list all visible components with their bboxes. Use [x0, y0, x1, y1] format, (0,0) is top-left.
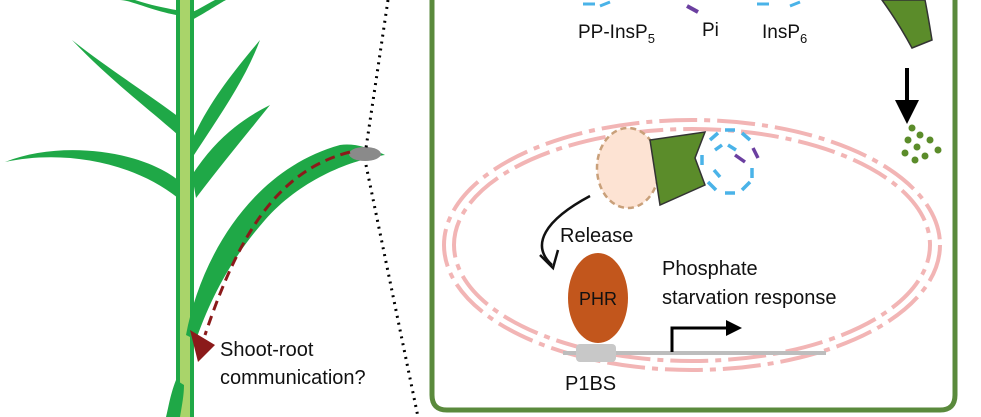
shoot-root-arrowhead: [190, 330, 215, 362]
leaf-top-left: [120, 0, 176, 15]
nuclear-envelope-outer: [442, 118, 942, 372]
leaf-middle-right: [192, 105, 270, 198]
transcription-start-arrow: [670, 326, 730, 352]
phr-label: PHR: [579, 289, 617, 309]
spx-protein-top: [881, 0, 933, 49]
insp6-label: InsP6: [762, 22, 807, 46]
zoom-line-bottom: [364, 164, 420, 417]
shoot-root-arrow-path: [203, 150, 351, 336]
leaf-upper-right: [192, 40, 260, 155]
pi-mark-top: [686, 4, 699, 14]
insp-top-dots-left: [583, 0, 611, 8]
phosphate-label-line2: starvation response: [662, 287, 837, 309]
release-arrow: [540, 194, 591, 266]
leaf-lower-left: [166, 380, 184, 417]
spx-domain: [649, 131, 707, 207]
pp-insp5-label: PP-InsP5: [578, 22, 655, 46]
insp-top-dots-right: [757, 0, 801, 8]
phr-protein: [568, 253, 628, 343]
plant-stem: [176, 0, 194, 417]
release-arrowhead: [539, 249, 560, 271]
degraded-fragments: [901, 124, 942, 164]
shoot-root-label-line2: communication?: [220, 367, 366, 389]
cell-wall: [429, 0, 958, 413]
leaf-sample-spot: [349, 147, 381, 161]
plant: [5, 0, 385, 417]
p1bs-element: [576, 344, 616, 362]
leaf-upper-left: [72, 40, 180, 135]
insp-cluster: [700, 128, 754, 195]
phosphate-label-line1: Phosphate: [662, 258, 758, 280]
transcription-arrowhead: [726, 320, 742, 336]
shoot-root-label-line1: Shoot-root: [220, 339, 314, 361]
leaf-middle-left: [5, 150, 178, 198]
leaf-top-right: [192, 0, 226, 20]
nuclear-envelope-inner: [452, 127, 932, 363]
pi-marks: [733, 147, 760, 164]
p1bs-label: P1BS: [565, 373, 616, 395]
pi-label: Pi: [702, 20, 719, 41]
release-label: Release: [560, 225, 633, 247]
leaf-lower-right: [186, 144, 385, 340]
zoom-line-top: [364, 0, 390, 149]
